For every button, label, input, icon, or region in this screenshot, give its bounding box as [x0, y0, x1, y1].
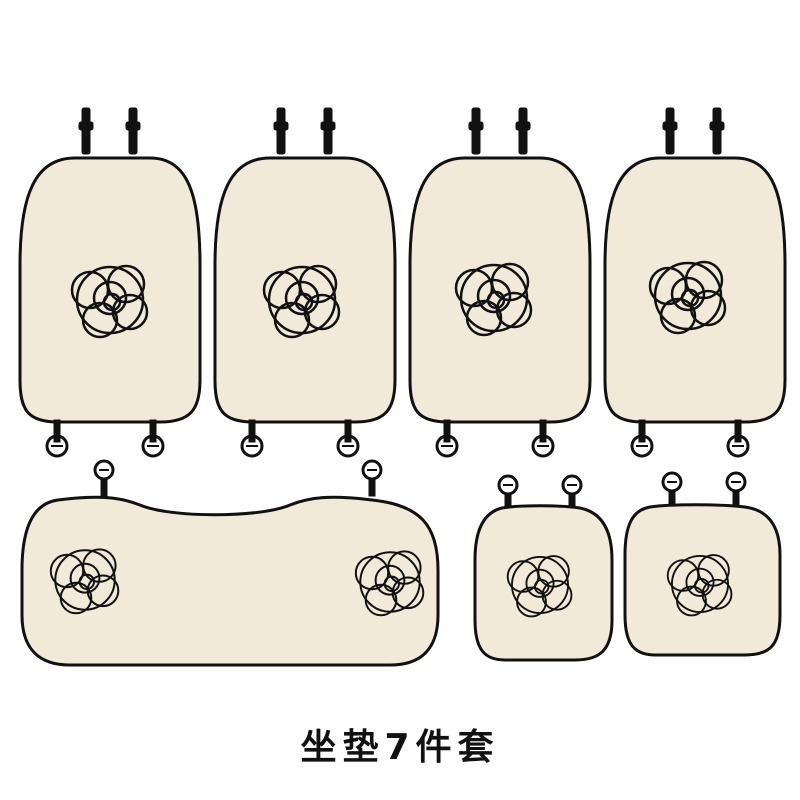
- seat-cushion-1: [473, 474, 614, 662]
- product-caption: 坐垫7件套: [300, 727, 500, 768]
- backrest-cushion-1: [18, 107, 202, 458]
- backrest-cushion-4: [603, 107, 787, 458]
- backrest-cushion-2: [213, 107, 397, 458]
- seat-cushion-2: [623, 471, 782, 657]
- backrest-cushion-3: [408, 107, 592, 458]
- rear-bench-cushion: [20, 459, 440, 667]
